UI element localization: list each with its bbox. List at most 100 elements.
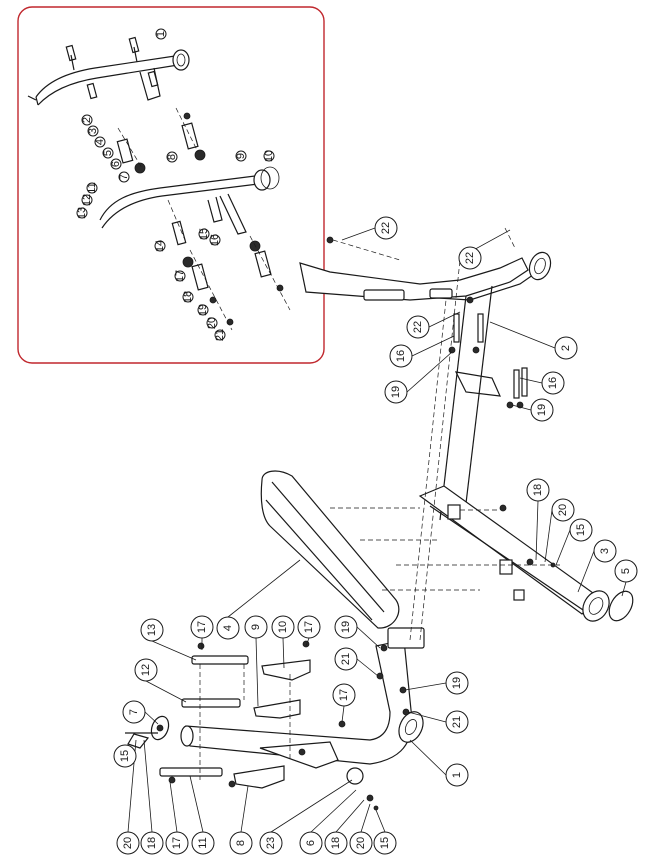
- callout-2: 2: [554, 336, 578, 360]
- inset-callout-6: 6: [110, 158, 122, 170]
- inset-callout-12: 12: [81, 194, 93, 206]
- inset-callout-16: 16: [209, 234, 221, 246]
- inset-callout-number: 18: [182, 291, 194, 303]
- inset-callout-13: 13: [76, 207, 88, 219]
- callout-number: 10: [277, 621, 289, 633]
- callout-3: 3: [593, 539, 617, 563]
- inset-callout-18: 18: [182, 291, 194, 303]
- callout-number: 17: [196, 621, 208, 633]
- callout-number: 4: [222, 625, 234, 631]
- inset-callout-4: 4: [94, 136, 106, 148]
- callout-9: 9: [244, 615, 268, 639]
- callout-number: 22: [464, 252, 476, 264]
- callout-13: 13: [140, 618, 164, 642]
- callout-number: 15: [575, 524, 587, 536]
- callout-number: 7: [128, 709, 140, 715]
- callout-20: 20: [349, 831, 373, 855]
- callout-number: 9: [250, 624, 262, 630]
- inset-callout-number: 12: [81, 194, 93, 206]
- callout-number: 22: [380, 222, 392, 234]
- inset-callout-10: 10: [263, 150, 275, 162]
- inset-callout-14: 14: [154, 240, 166, 252]
- part-3-cross-tube: [396, 485, 634, 622]
- inset-callout-19: 19: [197, 304, 209, 316]
- callout-number: 21: [451, 716, 463, 728]
- inset-callout-number: 2: [81, 117, 93, 123]
- callout-number: 20: [557, 504, 569, 516]
- callout-6: 6: [299, 831, 323, 855]
- inset-callout-number: 1: [155, 31, 167, 37]
- callout-15: 15: [373, 831, 397, 855]
- callout-20: 20: [551, 498, 575, 522]
- callout-22: 22: [374, 216, 398, 240]
- callout-number: 20: [355, 837, 367, 849]
- leader-lines: [127, 227, 627, 833]
- inset-callout-number: 13: [76, 207, 88, 219]
- inset-callout-number: 15: [198, 228, 210, 240]
- callout-number: 18: [330, 837, 342, 849]
- inset-callout-number: 16: [209, 234, 221, 246]
- callout-16: 16: [541, 371, 565, 395]
- callout-number: 17: [338, 689, 350, 701]
- callout-15: 15: [113, 744, 137, 768]
- inset-callout-number: 20: [206, 317, 218, 329]
- callout-number: 12: [140, 664, 152, 676]
- callout-18: 18: [526, 478, 550, 502]
- callout-number: 6: [305, 840, 317, 846]
- callout-22: 22: [406, 315, 430, 339]
- inset-callout-number: 11: [86, 182, 98, 193]
- callout-number: 15: [119, 750, 131, 762]
- inset-callout-11: 11: [86, 182, 98, 193]
- callout-12: 12: [134, 658, 158, 682]
- callout-number: 18: [532, 484, 544, 496]
- callout-10: 10: [271, 615, 295, 639]
- inset-callout-number: 9: [235, 153, 247, 159]
- callout-number: 15: [379, 837, 391, 849]
- callout-number: 19: [390, 386, 402, 398]
- callout-number: 16: [547, 377, 559, 389]
- inset-callout-number: 8: [166, 154, 178, 160]
- callout-8: 8: [229, 831, 253, 855]
- callout-11: 11: [191, 831, 215, 855]
- callout-5: 5: [614, 559, 638, 583]
- inset-frame: [17, 6, 325, 364]
- inset-callout-number: 7: [118, 174, 130, 180]
- inset-assembled-leg-holder: [27, 36, 190, 106]
- hardware-upper-bolts: [326, 227, 528, 409]
- callout-number: 1: [451, 772, 463, 778]
- callout-19: 19: [334, 615, 358, 639]
- inset-callout-20: 20: [206, 317, 218, 329]
- callout-number: 5: [620, 568, 632, 574]
- callout-18: 18: [140, 831, 164, 855]
- callout-number: 19: [451, 677, 463, 689]
- endcaps: [125, 715, 379, 811]
- inset-callout-9: 9: [235, 150, 247, 162]
- callout-number: 21: [340, 653, 352, 665]
- inset-callout-1: 1: [155, 28, 167, 40]
- callout-21: 21: [445, 710, 469, 734]
- callout-number: 23: [265, 837, 277, 849]
- callout-number: 3: [599, 548, 611, 554]
- inset-exploded-leg-holder: [99, 107, 291, 331]
- inset-callout-2: 2: [81, 114, 93, 126]
- inset-callout-number: 21: [214, 329, 226, 341]
- callout-number: 2: [560, 345, 572, 351]
- inset-callout-number: 19: [197, 304, 209, 316]
- callout-number: 18: [146, 837, 158, 849]
- callout-17: 17: [332, 683, 356, 707]
- callout-number: 8: [235, 840, 247, 846]
- callout-4: 4: [216, 616, 240, 640]
- callout-number: 22: [412, 321, 424, 333]
- inset-callout-number: 17: [174, 270, 186, 282]
- inset-callout-number: 3: [87, 128, 99, 134]
- callout-number: 13: [146, 624, 158, 636]
- inset-callout-15: 15: [198, 228, 210, 240]
- callout-19: 19: [384, 380, 408, 404]
- callout-number: 20: [122, 837, 134, 849]
- callout-number: 19: [340, 621, 352, 633]
- callout-number: 11: [197, 837, 209, 848]
- callout-21: 21: [334, 647, 358, 671]
